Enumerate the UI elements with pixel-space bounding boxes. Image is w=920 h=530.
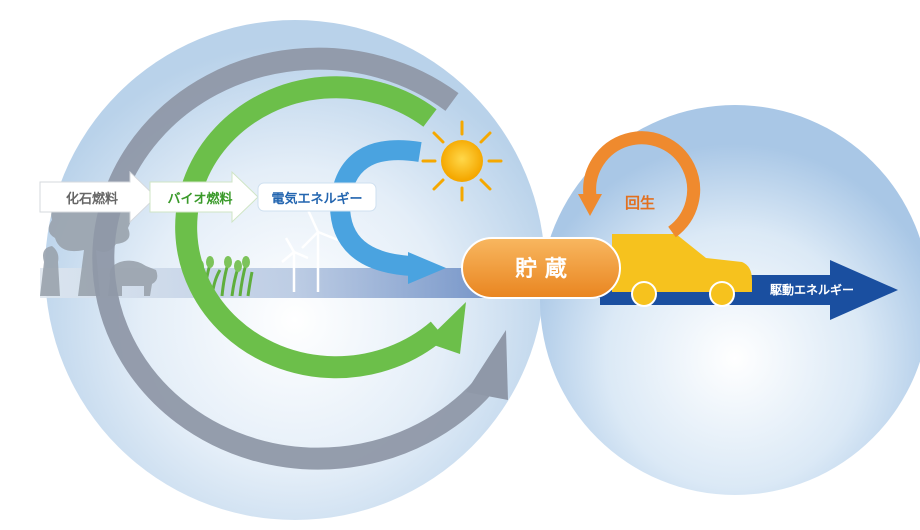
bio-label: バイオ燃料	[167, 191, 232, 207]
storage-pill: 貯 蔵	[461, 237, 621, 299]
electric-label: 電気エネルギー	[271, 191, 362, 207]
regen-arrow-head	[578, 194, 602, 216]
fossil-cycle-arrow	[92, 47, 494, 470]
car-icon	[612, 234, 752, 307]
wind-turbine-icon	[281, 209, 339, 292]
electric-label-box: 電気エネルギー	[257, 182, 377, 212]
bio-label-arrow: バイオ燃料	[149, 170, 259, 224]
fossil-label: 化石燃料	[66, 191, 118, 207]
regen-label: 回生	[625, 194, 655, 212]
storage-label: 貯 蔵	[515, 256, 567, 282]
sun-icon	[421, 120, 503, 202]
drive-energy-label: 駆動エネルギー	[770, 282, 854, 297]
electric-arrow-head	[408, 252, 446, 284]
bio-arrow-head	[425, 302, 466, 354]
regen-arrow	[583, 131, 701, 238]
fossil-arrow-head	[466, 330, 508, 400]
fossil-label-arrow: 化石燃料	[39, 170, 157, 224]
bio-cycle-arrow	[175, 76, 446, 379]
